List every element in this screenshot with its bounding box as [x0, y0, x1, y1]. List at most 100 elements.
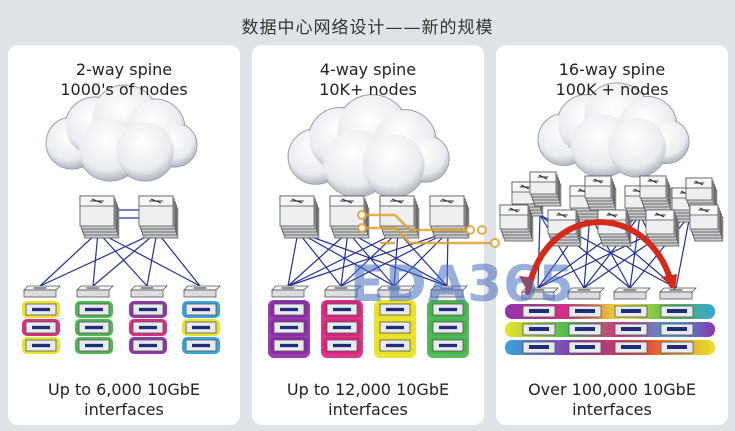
link-line	[539, 214, 585, 289]
server-icon	[182, 319, 220, 336]
redistribution-arrow-icon	[519, 219, 677, 295]
panel-3-spine-label: 16-way spine	[558, 60, 666, 79]
link-line	[287, 231, 399, 287]
leaf-switch-icon	[613, 287, 651, 300]
server-icon	[22, 301, 60, 318]
spine-switch-icon	[429, 195, 470, 239]
leaf-switch-icon	[183, 285, 221, 298]
panel-1-spine-label: 2-way spine	[75, 60, 173, 79]
link-line	[92, 231, 158, 287]
link-line	[347, 231, 448, 287]
link-line	[156, 231, 201, 287]
server-icon	[182, 337, 220, 354]
spine-switch-icon	[584, 175, 617, 211]
spine-switch-icon	[645, 209, 680, 247]
server-icon	[129, 319, 167, 336]
watermark-text: EDA365	[350, 255, 575, 313]
link-line	[297, 231, 342, 287]
link-line	[589, 214, 631, 289]
server-icon	[429, 301, 467, 318]
server-icon	[22, 319, 60, 336]
link-line	[393, 231, 399, 287]
link-line	[675, 214, 691, 289]
server-icon	[522, 341, 556, 354]
diagram-title: 数据中心网络设计——新的规模	[241, 18, 494, 38]
link-line	[287, 231, 349, 287]
panel-2-footer: Up to 12,000 10GbE interfaces	[253, 380, 483, 420]
link-line	[297, 231, 448, 287]
watermark-logo-icon	[357, 210, 500, 248]
clouds	[45, 82, 690, 198]
spine-switch-icon	[138, 195, 179, 239]
panel-3-capacity-label: Over 100,000 10GbE	[528, 380, 696, 399]
leaf-switch-icon	[130, 285, 168, 298]
panel-2-spine-label: 4-way spine	[319, 60, 417, 79]
panel-1-interfaces-label: interfaces	[84, 400, 164, 419]
server-icon	[75, 301, 113, 318]
server-icon	[429, 319, 467, 336]
panel-2-capacity-label: Up to 12,000 10GbE	[286, 380, 450, 399]
spine-switch-icon	[639, 175, 672, 211]
server-icon	[22, 337, 60, 354]
leaf-switch-icon	[76, 285, 114, 298]
spine-switch-icon	[79, 195, 120, 239]
link-line	[347, 231, 395, 287]
server-icon	[522, 305, 556, 318]
link-line	[97, 231, 201, 287]
link-line	[393, 231, 449, 287]
leaf-switch-icon	[430, 285, 468, 298]
link-line	[287, 231, 449, 287]
panel-1-capacity-label: Up to 6,000 10GbE	[47, 380, 200, 399]
server-icon	[323, 301, 361, 318]
leaf-switch-icon	[377, 285, 415, 298]
panel-1-footer: Up to 6,000 10GbE interfaces	[9, 380, 239, 420]
panel-2-header: 4-way spine 10K+ nodes	[253, 60, 483, 100]
link-line	[97, 231, 148, 287]
link-line	[446, 231, 449, 287]
link-line	[39, 231, 99, 287]
leaf-switch-icon	[271, 285, 309, 298]
link-line	[629, 214, 641, 289]
panel-3-nodes-label: 100K + nodes	[555, 80, 669, 99]
panel-1-header: 2-way spine 1000's of nodes	[9, 60, 239, 100]
server-icon	[75, 337, 113, 354]
server-icon	[323, 319, 361, 336]
leaf-switch-icon	[324, 285, 362, 298]
spine-switch-icon	[689, 204, 724, 242]
server-icon	[270, 319, 308, 336]
leaf-switch-icon	[659, 287, 697, 300]
server-icon	[568, 305, 602, 318]
devices	[22, 171, 724, 358]
panel-3-footer: Over 100,000 10GbE interfaces	[497, 380, 727, 420]
server-icon	[129, 301, 167, 318]
link-line	[397, 231, 448, 287]
server-icon	[614, 323, 648, 336]
server-icon	[376, 319, 414, 336]
link-line	[340, 231, 449, 287]
server-icon	[182, 301, 220, 318]
server-icon	[376, 301, 414, 318]
server-icon	[376, 337, 414, 354]
link-line	[583, 214, 591, 289]
cloud-icon	[287, 94, 450, 198]
server-icon	[614, 341, 648, 354]
server-icon	[614, 305, 648, 318]
server-icon	[568, 341, 602, 354]
server-icon	[270, 337, 308, 354]
server-icon	[660, 341, 694, 354]
panel-2-interfaces-label: interfaces	[328, 400, 408, 419]
link-line	[146, 231, 158, 287]
link-line	[287, 231, 299, 287]
server-icon	[522, 323, 556, 336]
cloud-icon	[537, 82, 690, 178]
link-line	[537, 214, 541, 289]
link-line	[340, 231, 349, 287]
server-icon	[129, 337, 167, 354]
server-icon	[568, 323, 602, 336]
link-line	[297, 231, 395, 287]
leaf-switch-icon	[567, 287, 605, 300]
link-line	[39, 231, 158, 287]
panel-1-nodes-label: 1000's of nodes	[60, 80, 188, 99]
server-icon	[660, 323, 694, 336]
